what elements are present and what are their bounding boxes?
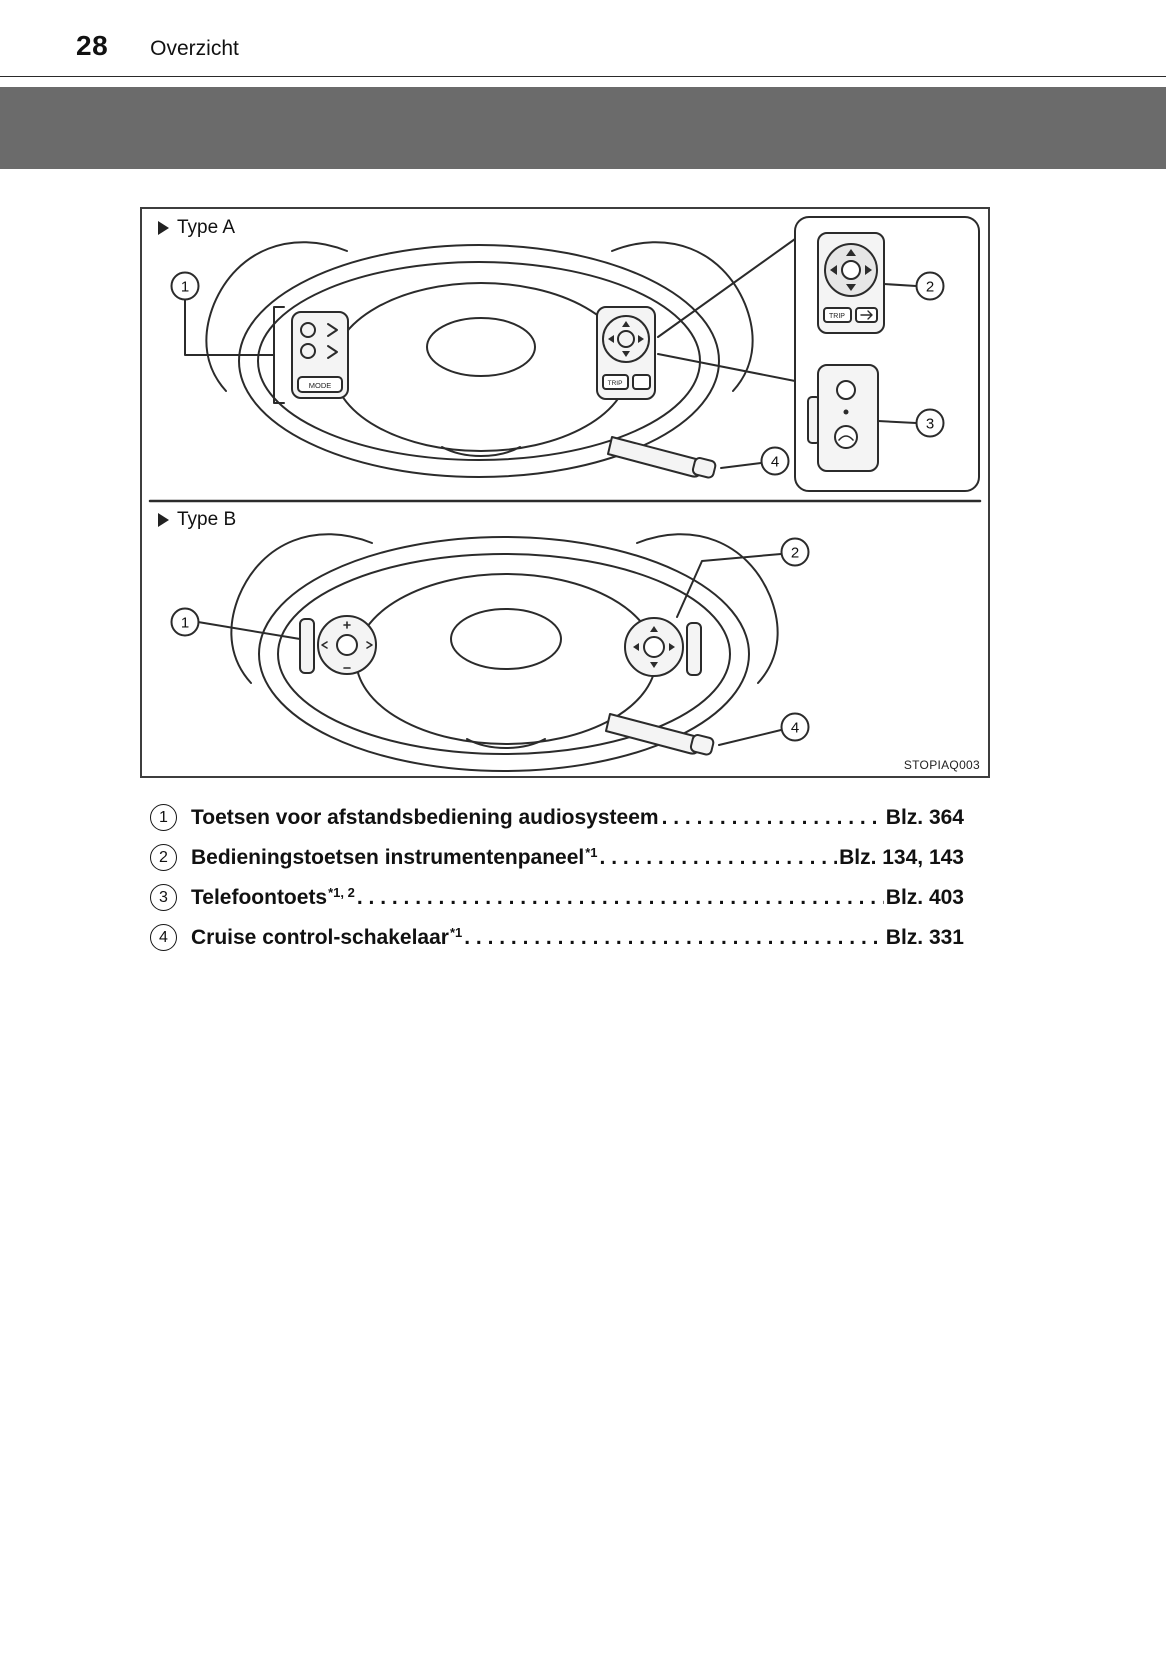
type-b-heading: Type B [158, 509, 236, 531]
legend-label: Cruise control-schakelaar [191, 925, 449, 949]
audio-controls-cluster-b [299, 615, 377, 675]
legend-superscript: *1, 2 [328, 884, 355, 900]
cruise-stalk-a [607, 436, 762, 479]
callout-1-type-a: 1 [170, 271, 200, 301]
svg-text:1: 1 [181, 278, 189, 295]
legend-superscript: *1 [585, 844, 598, 860]
section-marker-icon [158, 513, 169, 527]
legend-label: Bedieningstoetsen instrumentenpaneel [191, 845, 585, 869]
trip-button-label-detail: TRIP [829, 313, 845, 320]
svg-text:1: 1 [181, 614, 189, 631]
legend-item: 4 Cruise control-schakelaar*1 . . . . . … [150, 924, 964, 951]
legend-page-ref: Blz. 331 [885, 925, 964, 949]
svg-text:4: 4 [771, 453, 779, 470]
header-rule [0, 76, 1166, 77]
legend-dot-leader: . . . . . . . . . . . . . . . . . . . . … [356, 885, 884, 909]
svg-text:3: 3 [926, 415, 934, 432]
legend-item: 3 Telefoontoets*1, 2 . . . . . . . . . .… [150, 884, 964, 911]
legend-superscript: *1 [449, 924, 463, 940]
callout-4-type-b: 4 [780, 712, 810, 742]
legend-dot-leader: . . . . . . . . . . . . . . . . . . . . … [599, 845, 838, 869]
section-title: Overzicht [150, 37, 239, 60]
section-marker-icon [158, 221, 169, 235]
svg-text:2: 2 [791, 544, 799, 561]
mode-button-label: MODE [309, 381, 332, 390]
figure-legend: 1 Toetsen voor afstandsbediening audiosy… [150, 804, 964, 951]
cruise-stalk-b [605, 713, 782, 756]
type-b-label: Type B [177, 509, 237, 530]
figure-code: STOPIAQ003 [903, 758, 980, 772]
callout-3-type-a: 3 [915, 408, 945, 438]
detail-panel: TRIP [794, 216, 980, 492]
type-a-heading: Type A [158, 217, 235, 239]
page-number: 28 [76, 30, 109, 61]
trip-switch-detail: TRIP [817, 232, 917, 334]
meter-controls-cluster-b [624, 617, 702, 677]
callout-2-type-a: 2 [915, 271, 945, 301]
steering-wheel-diagram: MODE TRIP [148, 216, 982, 772]
chapter-banner [0, 87, 1166, 169]
legend-dot-leader: . . . . . . . . . . . . . . . . . . . . … [661, 805, 884, 829]
steering-wheel-figure: MODE TRIP [140, 207, 990, 778]
wheel-type-b [197, 533, 782, 772]
callout-1-type-b: 1 [170, 607, 200, 637]
callout-2-type-b: 2 [780, 537, 810, 567]
legend-page-ref: Blz. 364 [885, 805, 964, 829]
legend-page-ref: Blz. 134, 143 [839, 845, 964, 869]
type-a-label: Type A [177, 217, 236, 238]
legend-item: 1 Toetsen voor afstandsbediening audiosy… [150, 804, 964, 831]
svg-text:4: 4 [791, 719, 799, 736]
callout-4-type-a: 4 [760, 446, 790, 476]
legend-number: 4 [150, 924, 177, 951]
legend-label: Toetsen voor afstandsbediening audiosyst… [191, 805, 659, 829]
legend-number: 1 [150, 804, 177, 831]
audio-controls-cluster-a: MODE [273, 306, 349, 404]
trip-button-label-wheel: TRIP [608, 380, 623, 387]
phone-switch-detail [807, 364, 917, 472]
legend-number: 3 [150, 884, 177, 911]
meter-controls-cluster-a: TRIP [596, 306, 656, 400]
legend-number: 2 [150, 844, 177, 871]
page-header: 28 Overzicht [0, 0, 1166, 76]
legend-dot-leader: . . . . . . . . . . . . . . . . . . . . … [464, 925, 884, 949]
legend-item: 2 Bedieningstoetsen instrumentenpaneel*1… [150, 844, 964, 871]
legend-label: Telefoontoets [191, 885, 328, 909]
svg-text:2: 2 [926, 278, 934, 295]
legend-page-ref: Blz. 403 [885, 885, 964, 909]
wheel-type-a: MODE TRIP [184, 238, 796, 479]
